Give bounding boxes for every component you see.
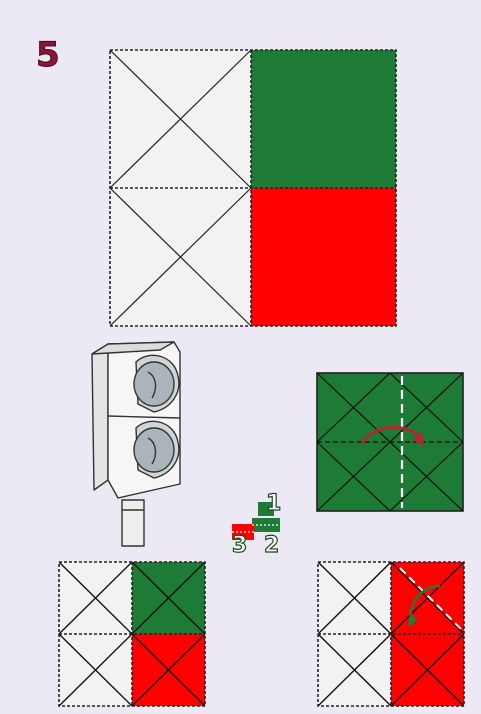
step-number: 5 (36, 38, 60, 72)
main-pattern-panel (108, 48, 398, 328)
legend-label-3: 3 (232, 533, 247, 558)
main-bottom-right-cell (251, 188, 396, 326)
bottom-right-panel (316, 560, 466, 708)
legend-label-2: 2 (264, 533, 279, 558)
folded-green-panel (316, 372, 464, 512)
step-legend-icon: 1 2 3 (228, 488, 300, 560)
bottom-left-panel (57, 560, 207, 708)
main-top-right-cell (251, 50, 396, 188)
traffic-signal-icon (78, 332, 204, 550)
legend-label-1: 1 (266, 491, 281, 516)
